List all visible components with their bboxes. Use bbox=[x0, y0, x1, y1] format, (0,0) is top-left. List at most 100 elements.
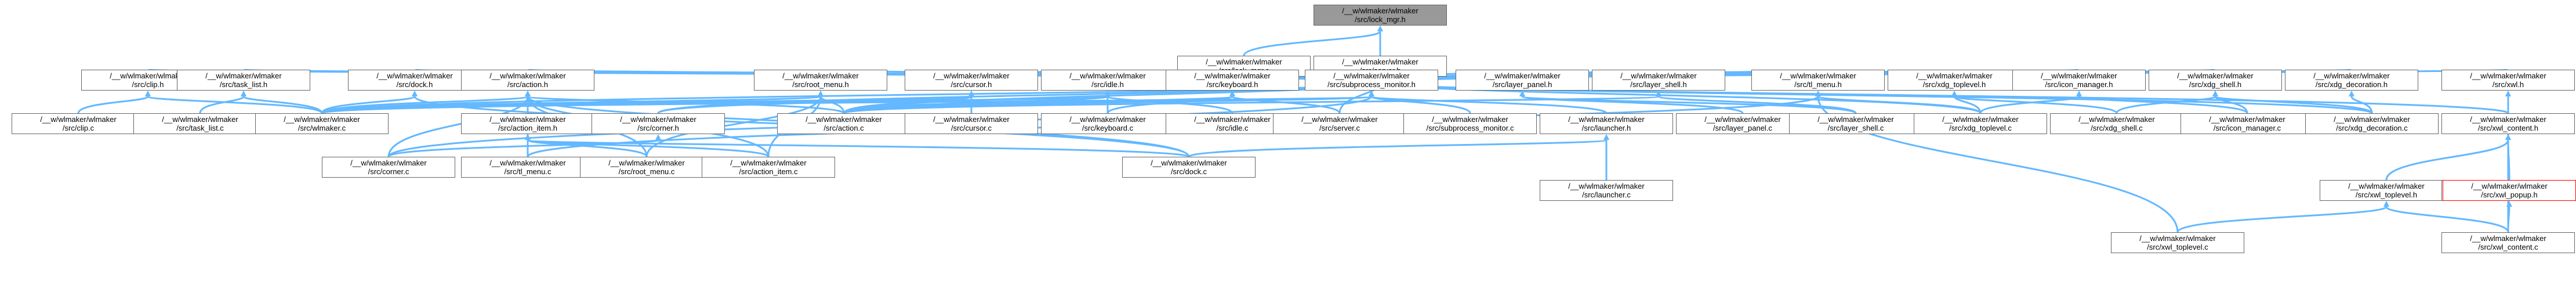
graph-node[interactable]: /__w/wlmaker/wlmaker/src/root_menu.h bbox=[754, 70, 887, 91]
graph-node[interactable]: /__w/wlmaker/wlmaker/src/xdg_decoration.… bbox=[2305, 113, 2439, 134]
graph-node[interactable]: /__w/wlmaker/wlmaker/src/task_list.h bbox=[177, 70, 310, 91]
graph-node[interactable]: /__w/wlmaker/wlmaker/src/layer_shell.h bbox=[1592, 70, 1725, 91]
edge-arrowhead bbox=[241, 91, 246, 96]
dependency-edge bbox=[1379, 81, 2373, 114]
graph-node[interactable]: /__w/wlmaker/wlmaker/src/xwl_content.h bbox=[2441, 113, 2575, 134]
node-label-line1: /__w/wlmaker/wlmaker bbox=[205, 71, 282, 80]
node-label-line1: /__w/wlmaker/wlmaker bbox=[40, 115, 117, 124]
edge-arrowhead bbox=[525, 134, 531, 140]
graph-node[interactable]: /__w/wlmaker/wlmaker/src/tl_menu.h bbox=[1751, 70, 1885, 91]
node-label-line2: /src/idle.c bbox=[1216, 124, 1249, 132]
edge-arrowhead bbox=[145, 91, 151, 96]
graph-node[interactable]: /__w/wlmaker/wlmaker/src/launcher.c bbox=[1540, 180, 1673, 201]
dependency-edge bbox=[527, 139, 648, 157]
node-label-line2: /src/idle.h bbox=[1091, 80, 1124, 89]
graph-node[interactable]: /__w/wlmaker/wlmaker/src/server.c bbox=[1273, 113, 1406, 134]
graph-node[interactable]: /__w/wlmaker/wlmaker/src/wlmaker.c bbox=[255, 113, 389, 134]
graph-node[interactable]: /__w/wlmaker/wlmaker/src/action_item.c bbox=[702, 157, 835, 178]
edge-arrowhead bbox=[968, 91, 974, 96]
node-label-line2: /src/xdg_decoration.c bbox=[2336, 124, 2408, 132]
node-label-line2: /src/action_item.h bbox=[498, 124, 557, 132]
graph-node[interactable]: /__w/wlmaker/wlmaker/src/action_item.h bbox=[461, 113, 594, 134]
graph-node[interactable]: /__w/wlmaker/wlmaker/src/xdg_decoration.… bbox=[2285, 70, 2418, 91]
edge-arrowhead bbox=[2076, 91, 2082, 96]
graph-node[interactable]: /__w/wlmaker/wlmaker/src/xwl_toplevel.c bbox=[2111, 232, 2244, 253]
node-label-line2: /src/xdg_toplevel.h bbox=[1922, 80, 1986, 89]
node-label-line2: /src/subprocess_monitor.h bbox=[1327, 80, 1416, 89]
graph-node[interactable]: /__w/wlmaker/wlmaker/src/xwl_popup.h bbox=[2443, 180, 2576, 201]
dependency-edge bbox=[321, 95, 529, 114]
edge-arrowhead bbox=[2505, 91, 2511, 96]
edge-arrowhead bbox=[2212, 91, 2218, 96]
graph-node[interactable]: /__w/wlmaker/wlmaker/src/xdg_toplevel.c bbox=[1914, 113, 2047, 134]
edge-arrowhead bbox=[2383, 201, 2389, 207]
graph-node[interactable]: /__w/wlmaker/wlmaker/src/keyboard.c bbox=[1041, 113, 1174, 134]
graph-node[interactable]: /__w/wlmaker/wlmaker/src/layer_shell.c bbox=[1789, 113, 1922, 134]
node-label-line1: /__w/wlmaker/wlmaker bbox=[376, 71, 453, 80]
node-label-line1: /__w/wlmaker/wlmaker bbox=[730, 159, 807, 167]
graph-node[interactable]: /__w/wlmaker/wlmaker/src/xwl.h bbox=[2441, 70, 2575, 91]
edge-arrowhead bbox=[1603, 134, 1609, 140]
node-label-line1: /__w/wlmaker/wlmaker bbox=[933, 115, 1010, 124]
graph-node[interactable]: /__w/wlmaker/wlmaker/src/action.c bbox=[777, 113, 910, 134]
graph-node[interactable]: /__w/wlmaker/wlmaker/src/corner.c bbox=[322, 157, 455, 178]
graph-node[interactable]: /__w/wlmaker/wlmaker/src/xwl_content.c bbox=[2441, 232, 2575, 253]
node-label-line2: /src/launcher.h bbox=[1581, 124, 1631, 132]
dependency-edge bbox=[242, 95, 323, 114]
graph-node[interactable]: /__w/wlmaker/wlmaker/src/launcher.h bbox=[1540, 113, 1673, 134]
edge-arrowhead bbox=[2506, 201, 2512, 207]
graph-node[interactable]: /__w/wlmaker/wlmaker/src/keyboard.h bbox=[1166, 70, 1299, 91]
graph-node[interactable]: /__w/wlmaker/wlmaker/src/xdg_toplevel.h bbox=[1888, 70, 2021, 91]
edge-arrowhead bbox=[412, 91, 418, 96]
node-label-line1: /__w/wlmaker/wlmaker bbox=[1301, 115, 1378, 124]
graph-node[interactable]: /__w/wlmaker/wlmaker/src/idle.h bbox=[1041, 70, 1174, 91]
node-label-line1: /__w/wlmaker/wlmaker bbox=[1916, 71, 1993, 80]
graph-node[interactable]: /__w/wlmaker/wlmaker/src/clip.c bbox=[12, 113, 145, 134]
node-label-line2: /src/clip.c bbox=[62, 124, 95, 132]
graph-node[interactable]: /__w/wlmaker/wlmaker/src/dock.h bbox=[348, 70, 481, 91]
graph-node[interactable]: /__w/wlmaker/wlmaker/src/subprocess_moni… bbox=[1403, 113, 1537, 134]
node-label-line1: /__w/wlmaker/wlmaker bbox=[1704, 115, 1781, 124]
node-label-line2: /src/corner.c bbox=[368, 167, 409, 176]
node-label-line1: /__w/wlmaker/wlmaker bbox=[1780, 71, 1856, 80]
graph-node[interactable]: /__w/wlmaker/wlmaker/src/root_menu.c bbox=[580, 157, 713, 178]
node-label-line2: /src/keyboard.h bbox=[1206, 80, 1258, 89]
edge-arrowhead bbox=[1105, 91, 1111, 96]
dependency-edge bbox=[2116, 95, 2216, 114]
graph-node[interactable]: /__w/wlmaker/wlmaker/src/tl_menu.c bbox=[461, 157, 594, 178]
graph-node[interactable]: /__w/wlmaker/wlmaker/src/cursor.c bbox=[905, 113, 1038, 134]
graph-node[interactable]: /__w/wlmaker/wlmaker/src/subprocess_moni… bbox=[1305, 70, 1438, 91]
node-label-line2: /src/dock.h bbox=[396, 80, 433, 89]
dependency-edge bbox=[387, 139, 659, 158]
node-label-line1: /__w/wlmaker/wlmaker bbox=[2177, 71, 2254, 80]
node-label-line2: /src/action_item.c bbox=[739, 167, 798, 176]
node-label-line1: /__w/wlmaker/wlmaker bbox=[620, 115, 696, 124]
graph-node[interactable]: /__w/wlmaker/wlmaker/src/action.h bbox=[461, 70, 594, 91]
node-label-line1: /__w/wlmaker/wlmaker bbox=[1568, 115, 1645, 124]
dependency-edge bbox=[2176, 206, 2388, 233]
node-label-line2: /src/dock.c bbox=[1170, 167, 1207, 176]
node-label-line1: /__w/wlmaker/wlmaker bbox=[2470, 71, 2546, 80]
node-label-line2: /src/layer_panel.h bbox=[1492, 80, 1552, 89]
graph-node[interactable]: /__w/wlmaker/wlmaker/src/cursor.h bbox=[905, 70, 1038, 91]
node-label-line2: /src/root_menu.h bbox=[792, 80, 849, 89]
dependency-edge bbox=[1817, 95, 1982, 114]
graph-node[interactable]: /__w/wlmaker/wlmaker/src/icon_manager.c bbox=[2180, 113, 2314, 134]
node-label-line2: /src/xdg_shell.h bbox=[2189, 80, 2242, 89]
graph-node[interactable]: /__w/wlmaker/wlmaker/src/layer_panel.h bbox=[1456, 70, 1589, 91]
graph-node[interactable]: /__w/wlmaker/wlmaker/src/xwl_toplevel.h bbox=[2320, 180, 2453, 201]
graph-node[interactable]: /__w/wlmaker/wlmaker/src/task_list.c bbox=[133, 113, 267, 134]
graph-node[interactable]: /__w/wlmaker/wlmaker/src/corner.h bbox=[592, 113, 725, 134]
dependency-edge bbox=[1657, 95, 1857, 114]
graph-node[interactable]: /__w/wlmaker/wlmaker/src/icon_manager.h bbox=[2012, 70, 2146, 91]
graph-node[interactable]: /__w/wlmaker/wlmaker/src/xdg_shell.h bbox=[2149, 70, 2282, 91]
graph-node[interactable]: /__w/wlmaker/wlmaker/src/xdg_shell.c bbox=[2050, 113, 2183, 134]
graph-node[interactable]: /__w/wlmaker/wlmaker/src/layer_panel.c bbox=[1676, 113, 1809, 134]
node-label-line2: /src/task_list.h bbox=[219, 80, 268, 89]
node-label-line1: /__w/wlmaker/wlmaker bbox=[1194, 115, 1271, 124]
dependency-edge bbox=[321, 95, 1373, 114]
node-label-line2: /src/action.c bbox=[823, 124, 864, 132]
graph-node[interactable]: /__w/wlmaker/wlmaker/src/dock.c bbox=[1122, 157, 1256, 178]
edge-arrowhead bbox=[1377, 26, 1383, 31]
